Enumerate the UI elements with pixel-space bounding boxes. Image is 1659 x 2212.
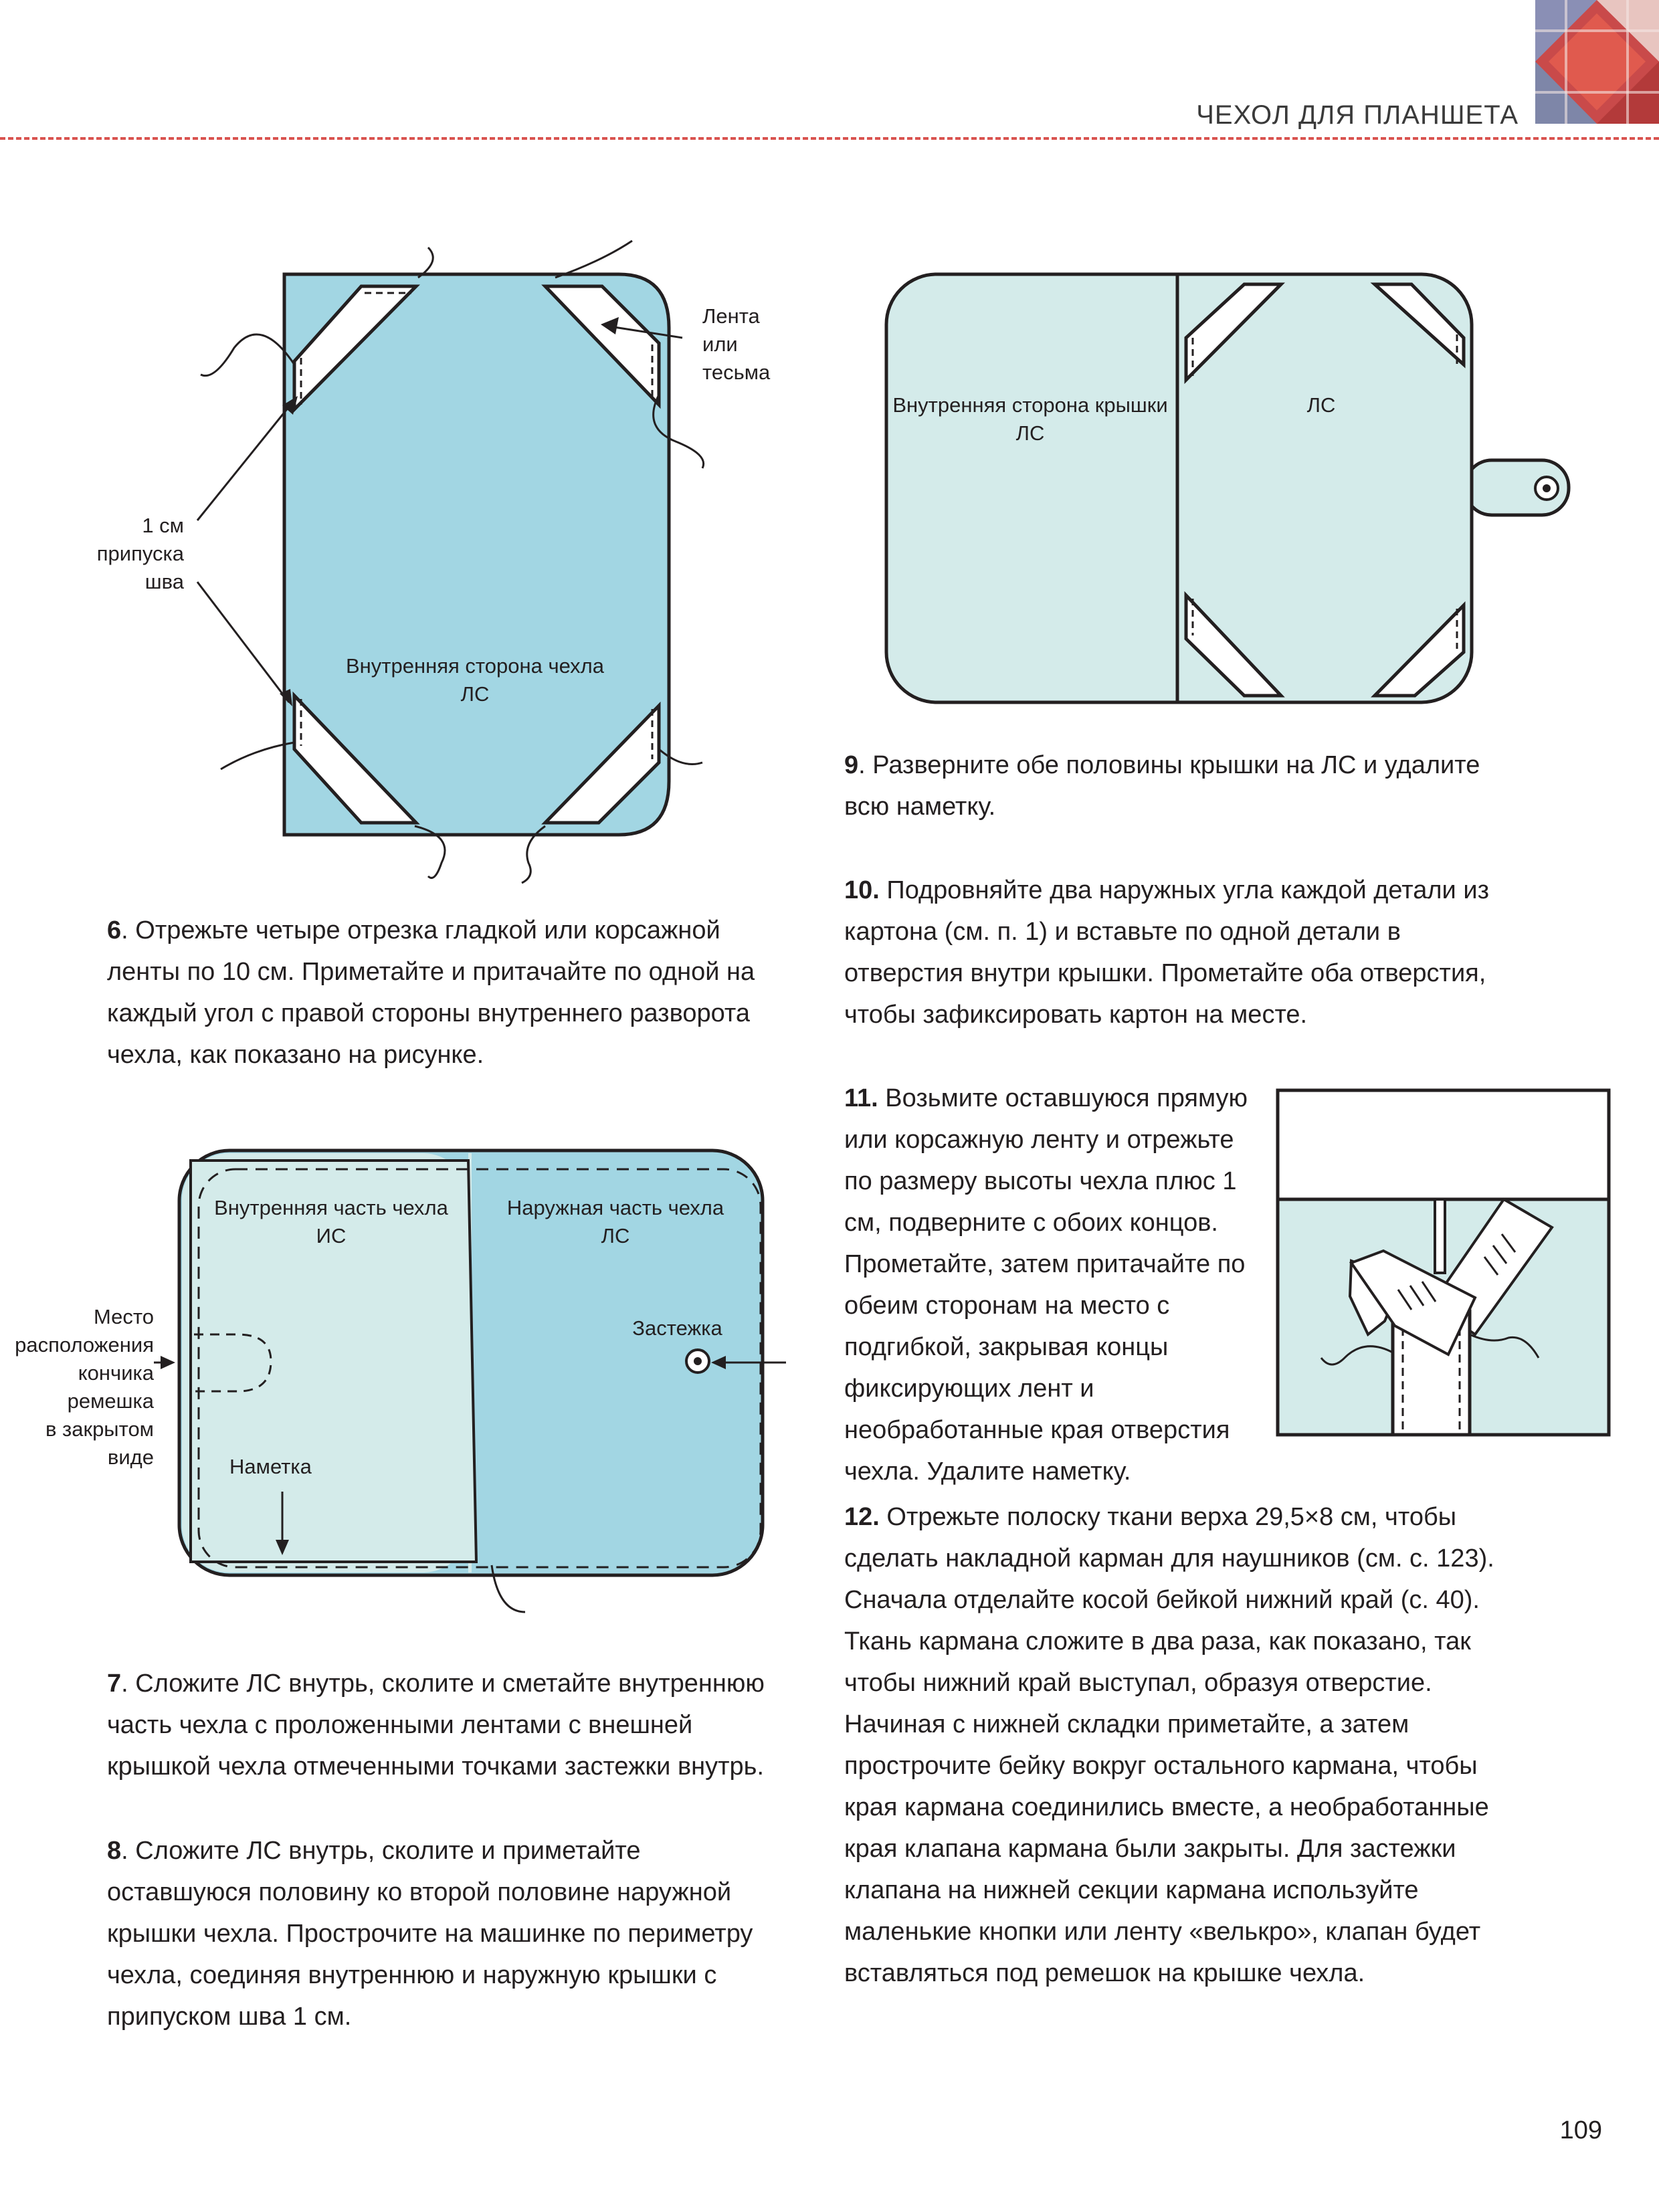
step-6-number: 6	[107, 916, 122, 944]
header-dashed-rule	[0, 137, 1659, 140]
step-7-text: . Сложите ЛС внутрь, сколите и сметайте …	[107, 1670, 765, 1781]
section-title: ЧЕХОЛ ДЛЯ ПЛАНШЕТА	[1196, 100, 1519, 130]
step-8-text: . Сложите ЛС внутрь, сколите и приметайт…	[107, 1837, 753, 2031]
label-inner-part-ws: Внутренняя часть чехла ИС	[214, 1196, 448, 1247]
step-11: 11. Возьмите оставшуюся прямую или корса…	[844, 1078, 1259, 1492]
step-9-text: . Разверните обе половины крышки на ЛС и…	[844, 751, 1480, 821]
label-seam-allowance: 1 см припуска шва	[96, 514, 184, 593]
step-9-number: 9	[844, 751, 859, 779]
step-12-text: Отрежьте полоску ткани верха 29,5×8 см, …	[844, 1503, 1494, 1987]
label-inner-cover-rs: Внутренняя сторона крышки ЛС	[892, 393, 1168, 445]
label-clasp: Застежка	[632, 1316, 722, 1340]
step-7: 7. Сложите ЛС внутрь, сколите и сметайте…	[107, 1663, 783, 1787]
step-6: 6. Отрежьте четыре отрезка гладкой или к…	[107, 910, 783, 1076]
step-10: 10. Подровняйте два наружных угла каждой…	[844, 870, 1527, 1035]
step-9: 9. Разверните обе половины крышки на ЛС …	[844, 744, 1486, 827]
label-tape: Лента или тесьма	[702, 304, 771, 384]
step-11-text: Возьмите оставшуюся прямую или корсажную…	[844, 1084, 1248, 1486]
step-6-text: . Отрежьте четыре отрезка гладкой или ко…	[107, 916, 755, 1069]
plaid-fabric-swatch	[1535, 0, 1659, 124]
label-inner-side-rs: Внутренняя сторона чехла ЛС	[346, 654, 604, 706]
label-outer-part-rs: Наружная часть чехла ЛС	[506, 1196, 724, 1247]
label-strap-tip-place: Место расположения кончика ремешка в зак…	[15, 1305, 154, 1469]
step-10-number: 10.	[844, 876, 880, 904]
step-10-text: Подровняйте два наружных угла каждой дет…	[844, 876, 1489, 1029]
step-8: 8. Сложите ЛС внутрь, сколите и приметай…	[107, 1830, 783, 2037]
step-7-number: 7	[107, 1670, 122, 1698]
step-8-number: 8	[107, 1837, 122, 1865]
page-number: 109	[1559, 2116, 1602, 2144]
label-rs: ЛС	[1306, 393, 1336, 417]
step-12: 12. Отрежьте полоску ткани верха 29,5×8 …	[844, 1496, 1527, 1994]
step-11-number: 11.	[844, 1084, 878, 1112]
label-basting: Наметка	[229, 1455, 312, 1478]
step-12-number: 12.	[844, 1503, 880, 1531]
